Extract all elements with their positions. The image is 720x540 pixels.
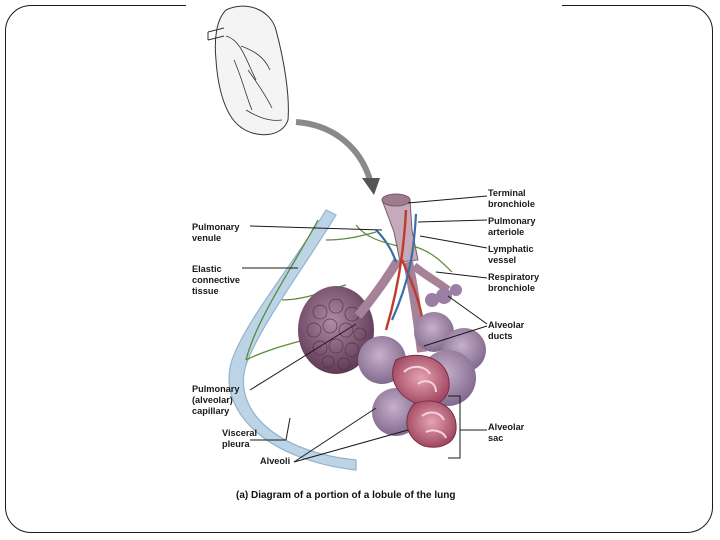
lung-lobule-illustration [207, 5, 488, 471]
label-elastic-connective-tissue: Elastic connective tissue [192, 264, 240, 296]
label-alveolar-sac: Alveolar sac [488, 422, 525, 443]
bronchiole-tree [354, 193, 462, 353]
label-pulmonary-alveolar-capillary: Pulmonary (alveolar) capillary [192, 384, 240, 416]
figure-caption: (a) Diagram of a portion of a lobule of … [236, 490, 456, 501]
label-leader-lines [242, 195, 488, 463]
lymphatic-vessel-line [355, 224, 453, 273]
label-alveolar-ducts: Alveolar ducts [488, 320, 525, 341]
alveolar-cluster-texture [306, 298, 367, 371]
elastic-tissue-fiber [245, 219, 377, 361]
lung-lobule-figure: Terminal bronchiole Pulmonary arteriole … [186, 0, 562, 520]
label-visceral-pleura: Visceral pleura [222, 428, 258, 449]
alveolar-sac-shapes [392, 354, 457, 448]
label-alveoli: Alveoli [260, 456, 291, 466]
label-pulmonary-arteriole: Pulmonary arteriole [488, 216, 536, 237]
zoom-arrow [295, 119, 373, 181]
visceral-pleura-band [228, 209, 357, 471]
label-respiratory-bronchiole: Respiratory bronchiole [488, 272, 540, 293]
pulmonary-venule-vessel [375, 213, 418, 321]
label-terminal-bronchiole: Terminal bronchiole [488, 188, 535, 209]
alveolar-sac-bracket [448, 395, 461, 459]
lung-sketch [207, 5, 289, 136]
zoom-arrow-head [362, 178, 380, 195]
label-pulmonary-venule: Pulmonary venule [192, 222, 240, 243]
label-lymphatic-vessel: Lymphatic vessel [488, 244, 534, 265]
